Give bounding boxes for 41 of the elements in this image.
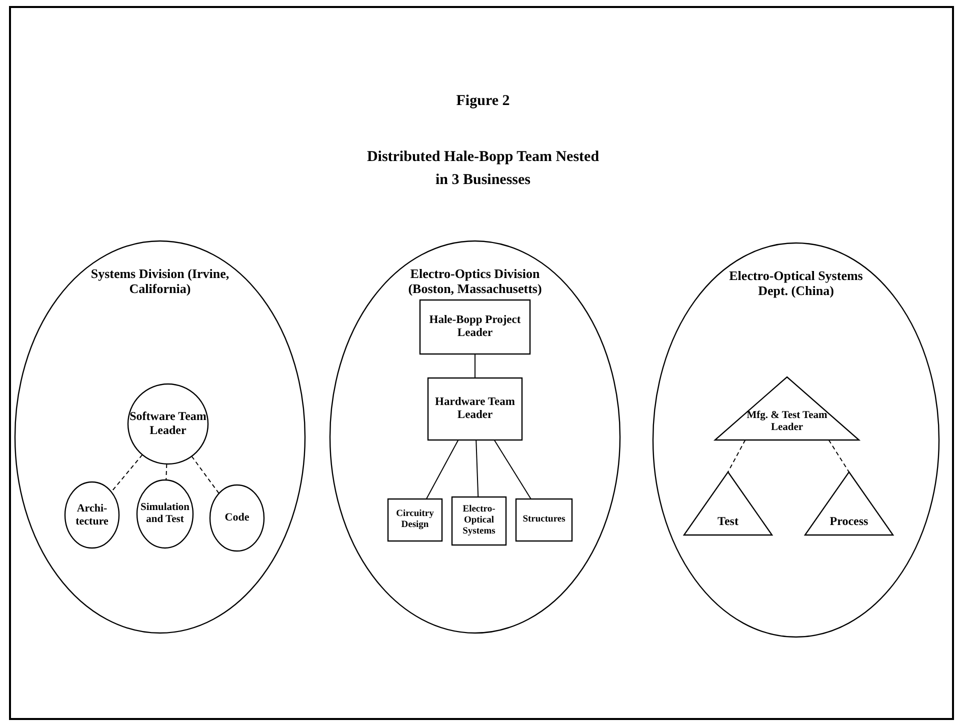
team-label: Hardware Team Leader xyxy=(434,396,516,422)
connector-line xyxy=(494,440,532,500)
team-triangle xyxy=(805,472,893,535)
team-triangle xyxy=(684,472,772,535)
team-label: Hale-Bopp Project Leader xyxy=(428,314,522,340)
figure-number: Figure 2 xyxy=(455,92,511,111)
team-label: Test xyxy=(716,515,740,529)
team-circle xyxy=(137,480,193,548)
connector-line xyxy=(476,440,479,498)
team-label: Simulation and Test xyxy=(139,502,190,526)
team-circle xyxy=(65,482,119,548)
team-label: Circuitry Design xyxy=(395,509,435,531)
team-box xyxy=(452,497,506,545)
connector-line xyxy=(426,440,459,500)
division-heading: Electro-Optics Division (Boston, Massachusetts) xyxy=(407,267,543,297)
team-circle xyxy=(128,384,208,464)
dashed-connector xyxy=(110,454,143,492)
team-box xyxy=(420,300,530,354)
team-box xyxy=(388,499,442,541)
team-label: Process xyxy=(828,515,870,529)
dashed-connector xyxy=(191,456,220,494)
team-label: Electro- Optical Systems xyxy=(462,504,496,538)
connector-line xyxy=(474,354,476,378)
team-circle xyxy=(210,485,264,551)
team-label: Mfg. & Test Team Leader xyxy=(746,410,828,434)
dashed-connector xyxy=(166,463,168,481)
division-ellipse xyxy=(330,241,620,633)
team-box xyxy=(516,499,572,541)
dashed-connector xyxy=(828,440,850,472)
team-triangle xyxy=(715,377,859,440)
team-label: Archi- tecture xyxy=(74,502,110,528)
division-heading: Electro-Optical Systems Dept. (China) xyxy=(728,269,864,299)
team-box xyxy=(428,378,522,440)
division-heading: Systems Division (Irvine, California) xyxy=(90,267,230,297)
team-label: Software Team Leader xyxy=(129,410,207,438)
division-ellipse xyxy=(15,241,305,633)
team-label: Code xyxy=(224,512,250,524)
team-label: Structures xyxy=(522,514,566,526)
diagram-title: Distributed Hale-Bopp Team Nested in 3 Businesses xyxy=(366,148,600,190)
division-ellipse xyxy=(653,243,939,637)
dashed-connector xyxy=(728,440,746,472)
